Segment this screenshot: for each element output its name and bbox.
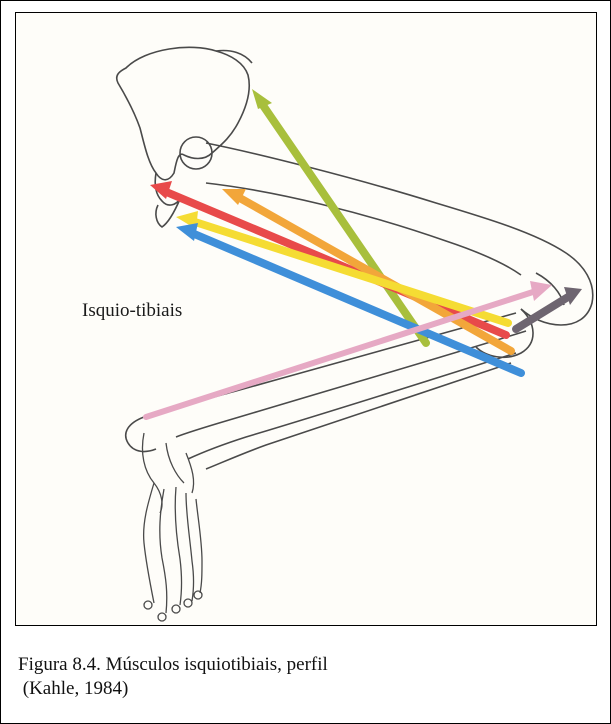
muscle-arrows	[146, 89, 582, 417]
lower-leg-bones	[126, 313, 526, 469]
muscle-label: Isquio-tibiais	[82, 300, 182, 322]
illustration-panel: Isquio-tibiais	[15, 12, 597, 626]
figure-caption: Figura 8.4. Músculos isquiotibiais, perf…	[18, 653, 328, 701]
foot-bones	[142, 433, 202, 621]
yellow-arrow	[176, 211, 508, 323]
caption-line-2: (Kahle, 1984)	[18, 678, 128, 699]
caption-line-1: Figura 8.4. Músculos isquiotibiais, perf…	[18, 654, 328, 675]
